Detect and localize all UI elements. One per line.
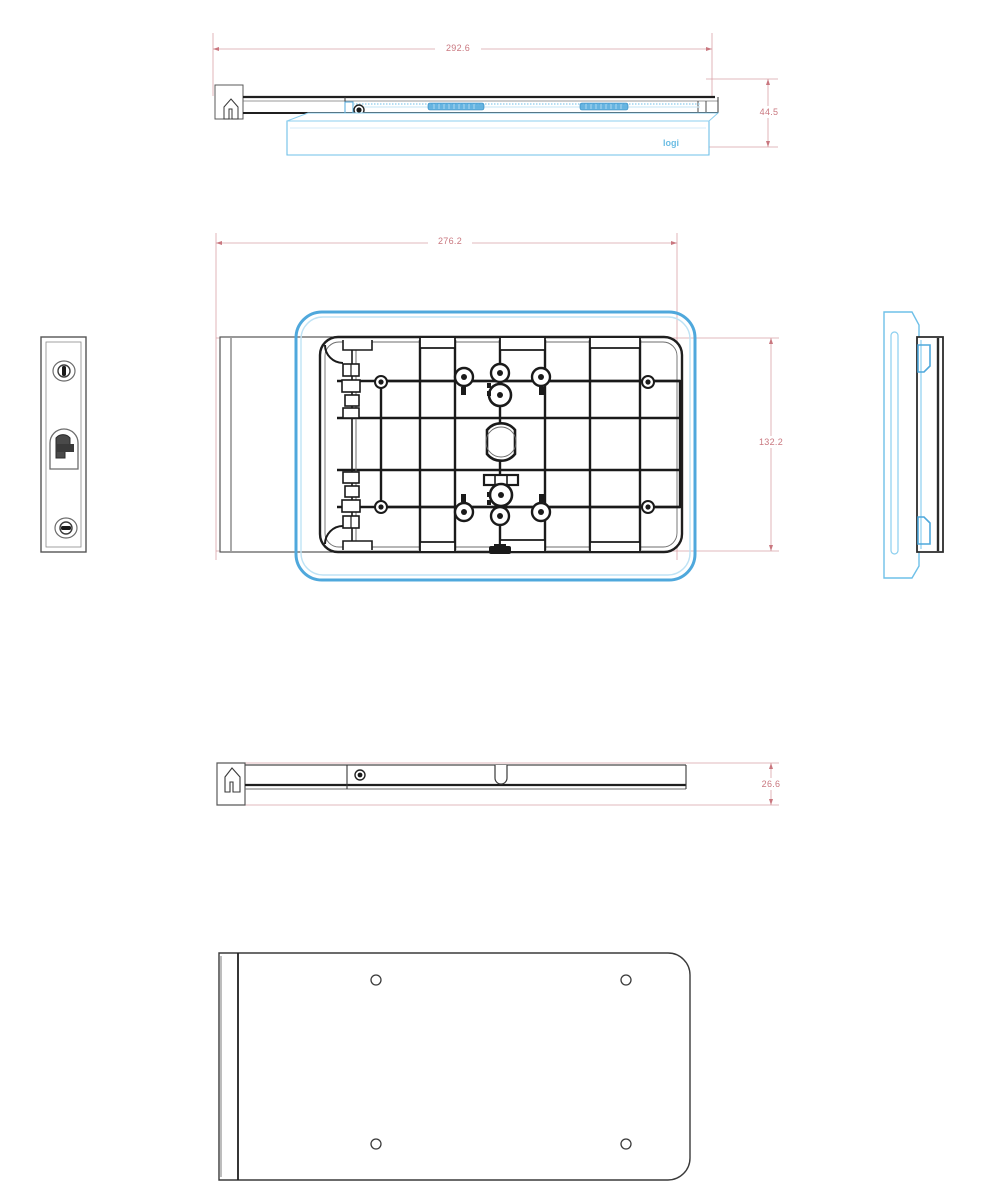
left-side-boss-upper	[52, 360, 76, 382]
dimension-overall-height: 44.5	[706, 78, 784, 148]
top-view-tablet-slab: logi	[286, 112, 720, 156]
view-left-side	[40, 336, 87, 553]
view-section: 26.6	[216, 762, 787, 806]
dimension-label-26-6: 26.6	[762, 779, 781, 789]
main-view-upper-boss-cluster	[453, 362, 552, 408]
dimension-label-132-2: 132.2	[759, 437, 783, 447]
main-view-keyboard-base	[219, 336, 333, 553]
brand-logo-text: logi	[663, 138, 679, 148]
dimension-label-44-5: 44.5	[760, 107, 779, 117]
main-view-lower-boss-cluster	[453, 473, 552, 527]
left-side-boss-lower	[54, 517, 78, 539]
bottom-plate-holes	[370, 974, 632, 1150]
top-view-keyboard-deck-detail	[344, 101, 700, 114]
top-view-keyboard-body	[214, 84, 719, 120]
dimension-overall-width: 292.6	[212, 33, 713, 96]
view-main: 276.2 132.2	[215, 233, 789, 582]
main-view-case-outline	[294, 310, 697, 582]
dimension-label-276-2: 276.2	[438, 236, 462, 246]
main-view-bottom-connector	[489, 544, 511, 554]
left-side-keyhole	[49, 428, 79, 470]
main-view-hinge-assembly	[324, 340, 373, 550]
dimension-label-292-6: 292.6	[446, 43, 470, 53]
section-screw-boss	[354, 769, 366, 781]
section-centre-notch	[494, 765, 508, 785]
main-view-edge-tabs	[419, 338, 641, 551]
view-top: 292.6 44.5	[212, 33, 784, 156]
main-view-inner-pocket	[379, 379, 682, 509]
view-bottom-plate	[218, 952, 691, 1181]
section-left-block	[216, 762, 246, 806]
section-bar	[245, 764, 687, 790]
main-view-camera-hole	[485, 422, 517, 462]
view-right-side	[883, 311, 944, 579]
main-view-corner-bosses	[374, 375, 655, 514]
dimension-section-thickness: 26.6	[230, 762, 787, 806]
